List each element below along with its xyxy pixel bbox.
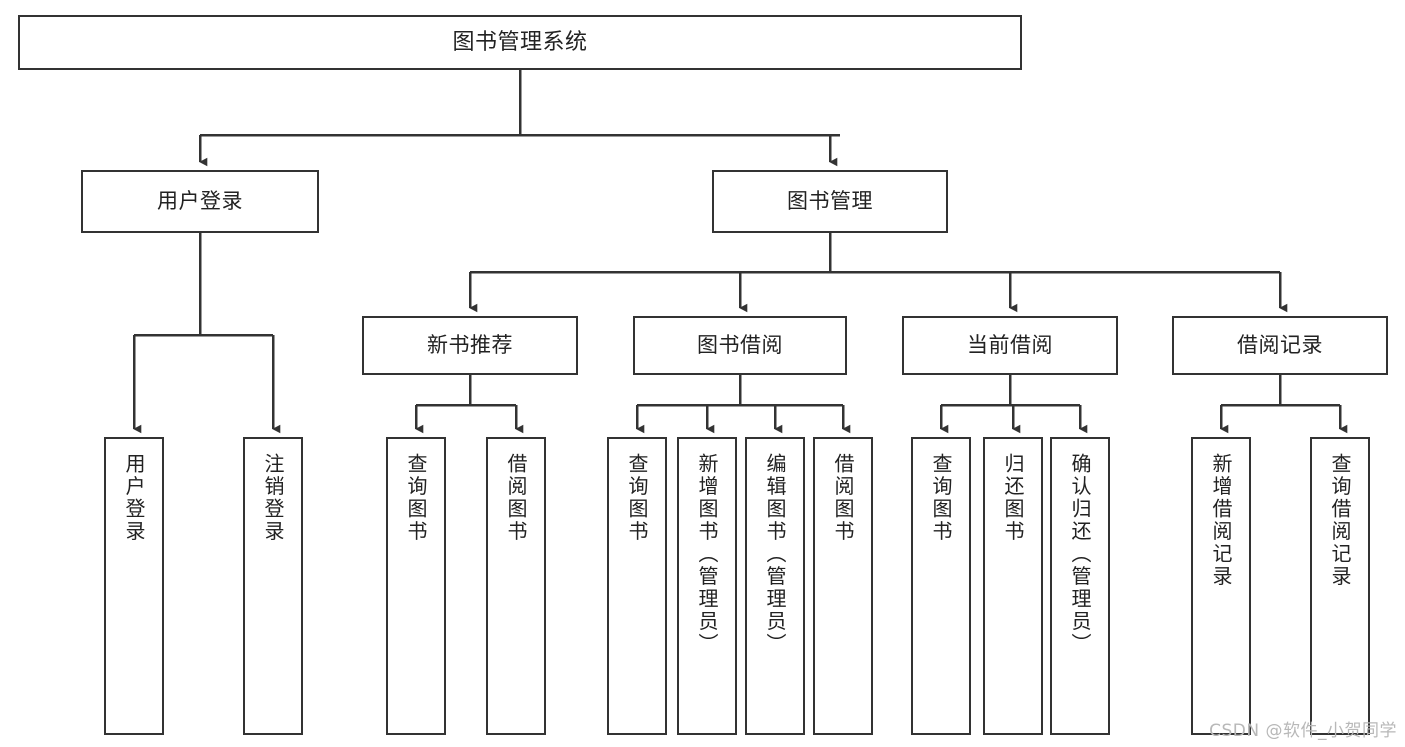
node-current-borrow[interactable]: 当前借阅 <box>902 316 1118 375</box>
leaf-return-book[interactable]: 归还图书 <box>983 437 1043 735</box>
node-user-login-label: 用户登录 <box>157 189 243 214</box>
leaf-add-record-label: 新增借阅记录 <box>1209 453 1233 588</box>
csdn-watermark: CSDN @软件_小贺同学 <box>1209 721 1397 741</box>
leaf-user-logout-label: 注销登录 <box>261 453 285 543</box>
leaf-confirm-return[interactable]: 确认归还（管理员） <box>1050 437 1110 735</box>
leaf-borrow-book-2-label: 借阅图书 <box>831 453 855 543</box>
node-root[interactable]: 图书管理系统 <box>18 15 1022 70</box>
leaf-add-book[interactable]: 新增图书（管理员） <box>677 437 737 735</box>
node-borrow-record[interactable]: 借阅记录 <box>1172 316 1388 375</box>
leaf-query-book-1-label: 查询图书 <box>404 453 428 543</box>
leaf-user-login-label: 用户登录 <box>122 453 146 543</box>
node-book-manage-label: 图书管理 <box>787 189 873 214</box>
node-new-book-rec-label: 新书推荐 <box>427 333 513 358</box>
leaf-borrow-book-1[interactable]: 借阅图书 <box>486 437 546 735</box>
leaf-edit-book-label: 编辑图书（管理员） <box>763 453 787 656</box>
leaf-add-record[interactable]: 新增借阅记录 <box>1191 437 1251 735</box>
leaf-query-record[interactable]: 查询借阅记录 <box>1310 437 1370 735</box>
leaf-user-login[interactable]: 用户登录 <box>104 437 164 735</box>
node-user-login[interactable]: 用户登录 <box>81 170 319 233</box>
leaf-borrow-book-2[interactable]: 借阅图书 <box>813 437 873 735</box>
leaf-query-book-1[interactable]: 查询图书 <box>386 437 446 735</box>
node-current-borrow-label: 当前借阅 <box>967 333 1053 358</box>
node-book-borrow[interactable]: 图书借阅 <box>633 316 847 375</box>
leaf-query-book-3[interactable]: 查询图书 <box>911 437 971 735</box>
node-book-manage[interactable]: 图书管理 <box>712 170 948 233</box>
node-book-borrow-label: 图书借阅 <box>697 333 783 358</box>
node-borrow-record-label: 借阅记录 <box>1237 333 1323 358</box>
leaf-query-book-2[interactable]: 查询图书 <box>607 437 667 735</box>
node-root-label: 图书管理系统 <box>452 29 588 55</box>
leaf-user-logout[interactable]: 注销登录 <box>243 437 303 735</box>
leaf-return-book-label: 归还图书 <box>1001 453 1025 543</box>
leaf-confirm-return-label: 确认归还（管理员） <box>1068 453 1092 656</box>
leaf-query-record-label: 查询借阅记录 <box>1328 453 1352 588</box>
leaf-query-book-2-label: 查询图书 <box>625 453 649 543</box>
leaf-add-book-label: 新增图书（管理员） <box>695 453 719 656</box>
leaf-query-book-3-label: 查询图书 <box>929 453 953 543</box>
leaf-edit-book[interactable]: 编辑图书（管理员） <box>745 437 805 735</box>
leaf-borrow-book-1-label: 借阅图书 <box>504 453 528 543</box>
node-new-book-rec[interactable]: 新书推荐 <box>362 316 578 375</box>
